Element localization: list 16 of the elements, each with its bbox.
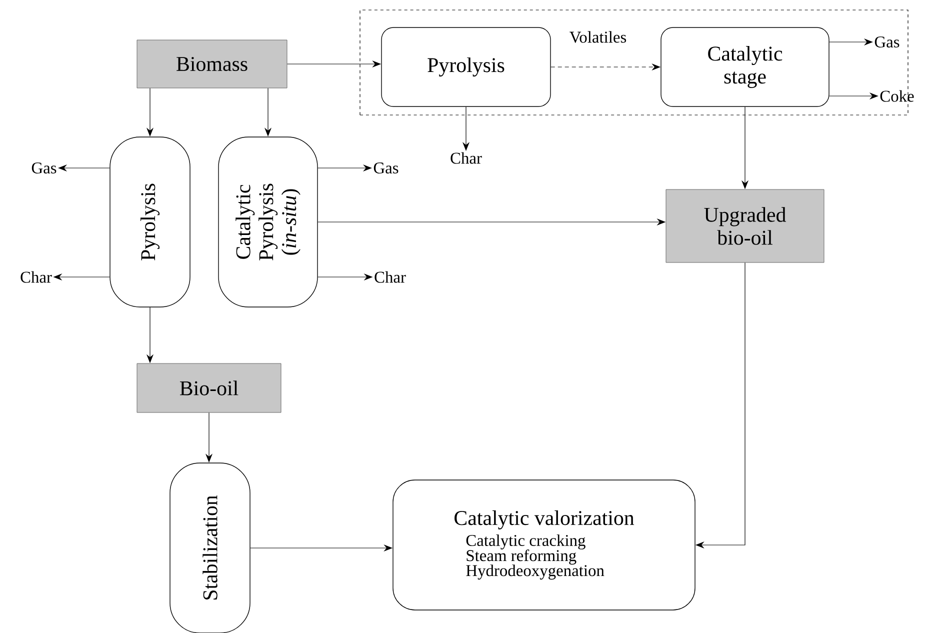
output-label: Char [374, 271, 406, 283]
process-box: Biomass [136, 40, 288, 88]
process-vessel: Catalytic valorization Catalytic cracking Steam reforming Hydrodeoxygenation [392, 480, 696, 610]
edge-label: Volatiles [568, 30, 628, 44]
output-label: Gas [874, 36, 900, 48]
process-vessel: Pyrolysis [110, 136, 190, 308]
output-label: Gas [374, 162, 398, 174]
process-vessel: Stabilization [170, 462, 250, 633]
process-box: Upgraded bio-oil [666, 189, 824, 263]
output-label: Char [20, 271, 52, 283]
output-label: Char [450, 152, 482, 164]
output-label: Gas [32, 162, 56, 174]
output-label: Coke [880, 90, 914, 102]
process-box: Bio-oil [136, 363, 282, 413]
process-vessel: Catalytic stage [660, 27, 830, 107]
process-vessel: Pyrolysis [381, 27, 551, 107]
